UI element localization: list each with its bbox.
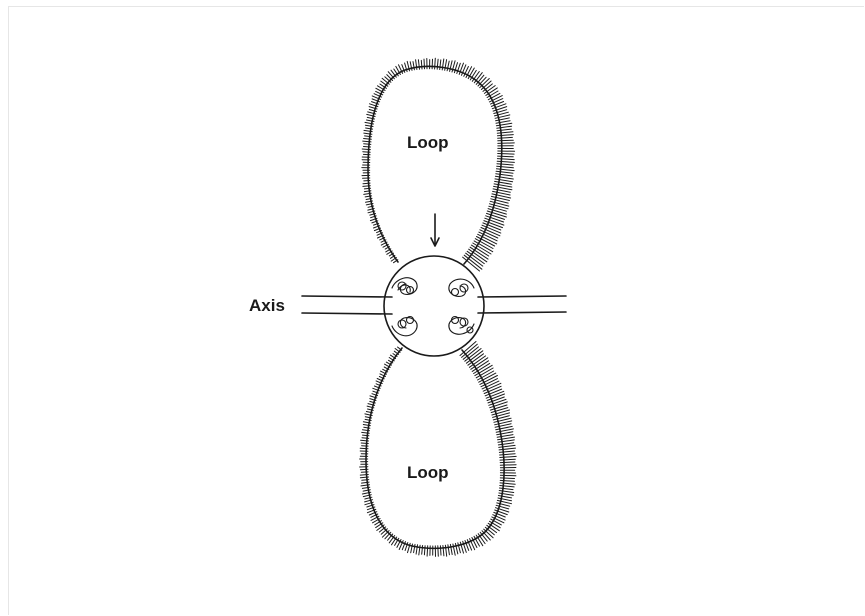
bristle-stroke [465,349,481,362]
bristle-stroke [497,166,514,168]
bristle-stroke [500,456,516,457]
bristle-stroke [499,491,514,493]
bristle-stroke [496,121,510,124]
bristle-stroke [498,496,511,498]
bristle-stroke [496,171,513,173]
bristle-stroke [497,169,515,171]
bristle-stroke [363,183,370,184]
bristle-stroke [496,118,510,121]
bristle-stroke [440,546,441,555]
bristle-stroke [497,129,511,131]
bristle-stroke [437,59,438,69]
bristle-stroke [427,546,428,556]
bristle-stroke [443,546,444,556]
bristle-stroke [498,135,514,136]
bottom-loop-outline [366,348,504,548]
bristle-stroke [424,546,425,555]
axis-left-lines [302,296,392,314]
bristle-stroke [500,478,514,479]
bristle-stroke [498,437,515,440]
bristle-stroke [464,255,482,269]
bristle-stroke [500,454,515,455]
bristle-stroke [495,181,512,184]
bristle-stroke [361,443,368,444]
bristle-stroke [438,546,439,556]
bristle-stroke [499,493,513,495]
bristle-stroke [364,188,370,189]
bristle-stroke [499,448,515,450]
central-circle [384,256,484,356]
bristle-stroke [365,136,372,137]
bristle-stroke [496,123,511,125]
bristle-stroke [496,174,513,176]
bristle-stroke [463,257,480,271]
chromatin-curl-bottom-left [392,317,417,336]
bristle-stroke [497,432,513,435]
bristle-stroke [499,451,514,452]
bottom-loop-label: Loop [407,463,449,482]
bristle-stroke [421,60,422,69]
bristle-stroke [362,149,370,150]
bristle-stroke [499,445,515,447]
bristle-stroke [363,435,369,436]
bristle-stroke [497,435,513,438]
bristle-stroke [424,59,425,69]
chromatin-curl-top-right [449,279,474,296]
bristle-stroke [495,179,513,182]
bristle-stroke [500,475,516,476]
bristle-stroke [450,544,452,554]
bristle-stroke [497,159,514,160]
bristle-stroke [362,438,369,439]
bristle-stroke [500,480,514,481]
bristle-stroke [497,164,513,165]
chromatin-curl-bottom-right [449,317,474,335]
bristle-stroke [497,126,512,128]
bristle-stroke [422,546,423,555]
bristle-stroke [440,60,441,70]
bristle-stroke [500,483,515,484]
bristle-stroke [360,475,368,476]
bristle-stroke [500,459,515,460]
bristle-stroke [498,140,514,141]
bristle-stroke [498,137,513,138]
bristle-stroke [500,465,516,466]
axis-label: Axis [249,296,285,315]
bristle-stroke [363,152,370,153]
bristle-stroke [498,143,515,144]
bristle-stroke [489,206,507,211]
bristle-stroke [500,462,515,463]
bristle-stroke [447,61,449,71]
bristle-stroke [500,488,514,490]
chromatin-curl-top-left [392,278,417,295]
axis-right-lines [478,296,566,313]
bristle-stroke [364,144,371,145]
bristle-stroke [498,156,514,157]
down-arrow-icon [431,214,439,246]
bristle-stroke [498,440,514,442]
bristle-stroke [362,480,369,481]
bristle-stroke [495,176,513,179]
bristle-stroke [448,545,450,555]
bristle-stroke [497,132,513,133]
bristle-stroke [364,147,371,148]
bristle-stroke [361,440,369,441]
bristle-stroke [435,58,436,69]
bristle-stroke [497,161,514,162]
bristle-stroke [500,486,514,487]
bristle-stroke [498,154,514,155]
bristle-stroke [498,443,513,445]
top-loop-label: Loop [407,133,449,152]
bristle-stroke [363,186,370,187]
bristle-stroke [382,531,389,538]
bristle-stroke [498,498,512,501]
